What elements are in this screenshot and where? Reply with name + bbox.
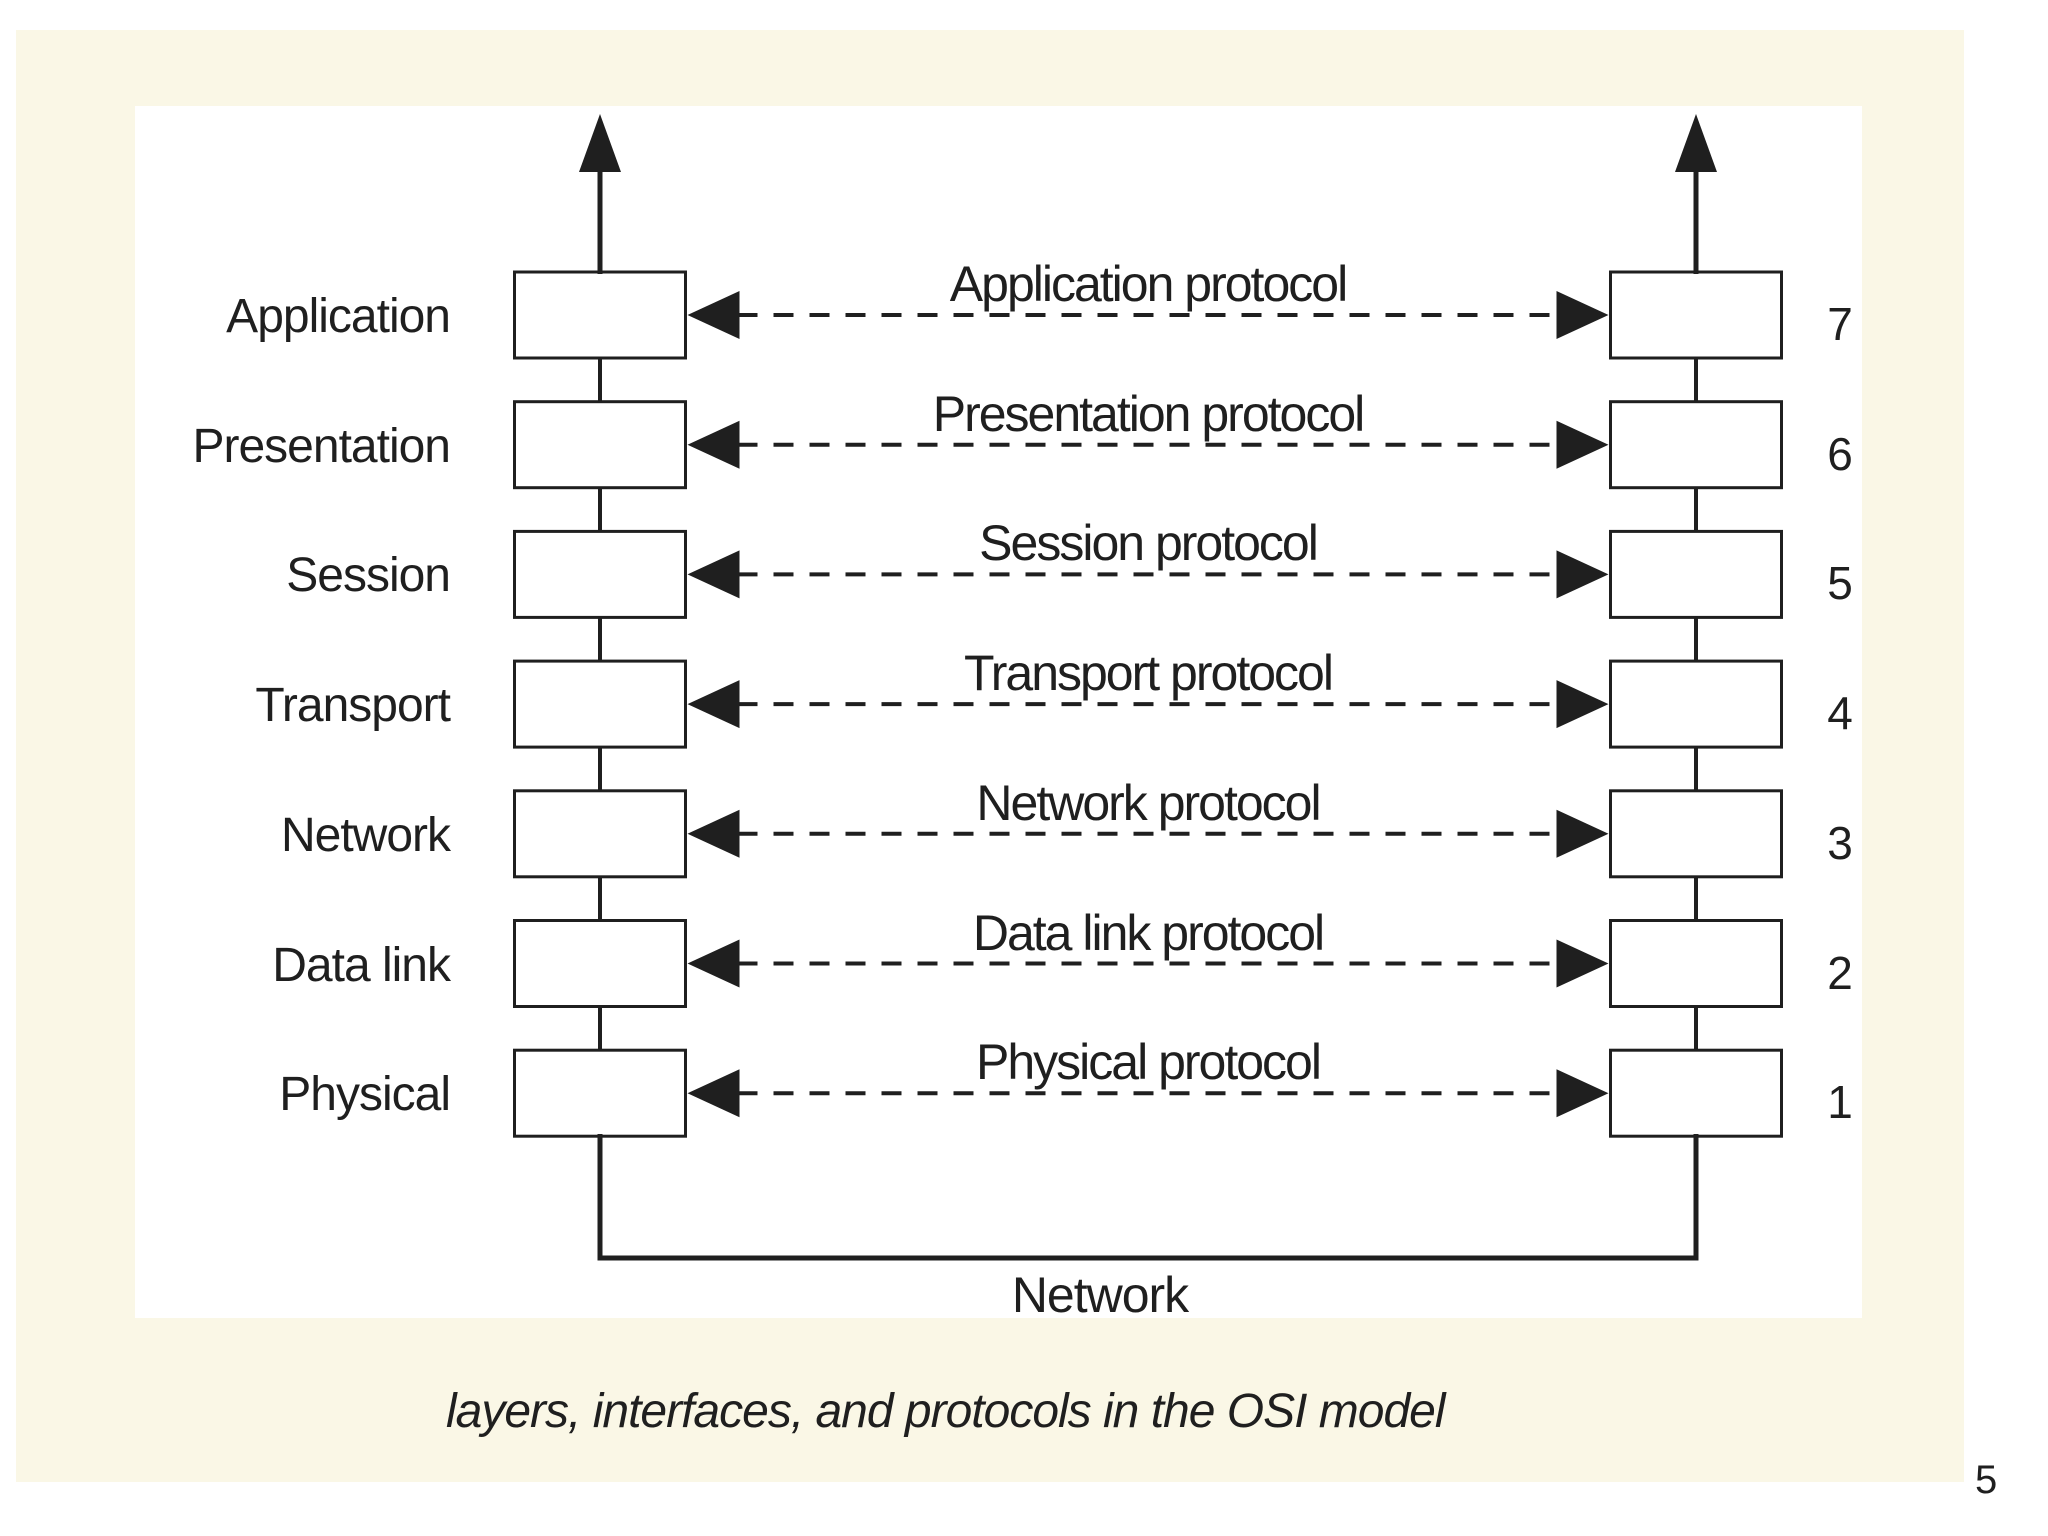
page-number: 5 [1975,1458,1998,1502]
arrow-head-left-icon [687,291,740,339]
arrow-head-right-icon [1556,809,1609,858]
layer-box-right [1609,919,1783,1008]
layer-number: 2 [1827,947,1853,999]
protocol-label: Application protocol [949,256,1348,312]
layer-label: Network [280,809,451,862]
network-connector-line [597,1134,1699,1261]
layer-label: Application [226,290,451,343]
arrow-head-left-icon [687,939,740,988]
arrow-head-right-icon [1556,550,1609,599]
layer-box-left [513,1048,687,1138]
arrow-head-left-icon [687,420,740,469]
arrow-head-left-icon [687,809,740,858]
protocol-label: Transport protocol [964,645,1334,701]
layer-box-right [1609,270,1783,360]
protocol-label: Physical protocol [976,1034,1322,1090]
layer-label: Session [286,549,451,602]
network-bottom-label: Network [1011,1267,1189,1323]
arrow-head-left-icon [687,680,740,729]
protocol-label: Presentation protocol [932,386,1366,442]
top-arrow-head-right [1675,114,1717,172]
layer-box-left [513,270,687,360]
layer-number: 3 [1827,817,1853,869]
layer-label: Presentation [192,420,451,473]
layer-label: Transport [255,679,451,732]
arrow-head-right-icon [1556,420,1609,469]
layer-label: Data link [272,939,451,992]
top-arrow-head-left [579,114,621,172]
layer-box-right [1609,659,1783,749]
arrow-head-right-icon [1556,680,1609,729]
layer-box-right [1609,789,1783,879]
arrow-head-left-icon [687,550,740,599]
layer-number: 7 [1827,298,1853,350]
figure-caption: layers, interfaces, and protocols in the… [446,1385,1446,1438]
layer-box-right [1609,529,1783,619]
protocol-label: Data link protocol [972,905,1325,961]
protocol-label: Session protocol [979,515,1319,571]
layer-box-left [513,529,687,619]
layer-number: 6 [1827,428,1853,480]
layer-box-left [513,789,687,879]
layer-box-left [513,919,687,1008]
arrow-head-left-icon [687,1069,740,1118]
arrow-head-right-icon [1556,939,1609,988]
protocol-label: Network protocol [976,775,1321,831]
layer-box-right [1609,400,1783,490]
layer-label: Physical [279,1068,451,1121]
layer-number: 1 [1827,1076,1853,1128]
arrow-head-right-icon [1556,1069,1609,1118]
layer-box-left [513,400,687,490]
arrow-head-right-icon [1556,291,1609,339]
layer-box-left [513,659,687,749]
layer-number: 5 [1827,557,1853,609]
layer-number: 4 [1827,687,1853,739]
layer-box-right [1609,1048,1783,1138]
